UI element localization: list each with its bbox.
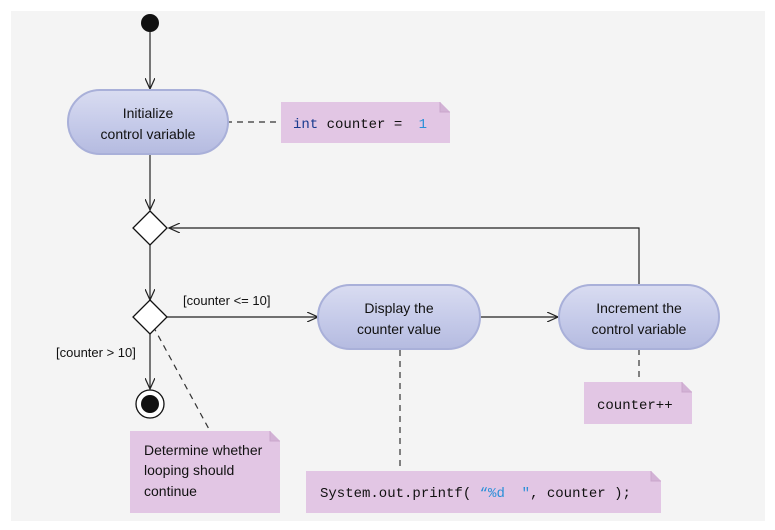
action-display[interactable]: Display the counter value: [317, 284, 481, 350]
action-display-line1: Display the: [364, 300, 433, 316]
note-increment-code: counter++: [584, 382, 692, 424]
action-initialize-shape: [67, 89, 229, 155]
decision-node: [132, 299, 168, 335]
svg-text:int counter = 1: int counter = 1: [293, 117, 427, 133]
anchor-decision-note: [152, 325, 211, 432]
note-decision-line3: continue: [144, 483, 197, 499]
action-initialize[interactable]: Initialize control variable: [67, 89, 229, 155]
final-node: [135, 389, 165, 419]
note-decision-line1: Determine whether: [144, 442, 263, 458]
action-increment-shape: [558, 284, 720, 350]
action-display-shape: [317, 284, 481, 350]
note-decision-line2: looping should: [144, 462, 234, 478]
merge-node: [132, 210, 168, 246]
guard-continue: [counter <= 10]: [183, 293, 270, 308]
action-display-line2: counter value: [357, 321, 441, 337]
note-init-value: 1: [419, 117, 427, 133]
action-increment-line1: Increment the: [596, 300, 682, 316]
note-printf-after: , counter );: [530, 486, 631, 502]
note-printf-code: System.out.printf( “%d ", counter );: [306, 471, 661, 513]
note-printf-format: “%d ": [480, 486, 530, 502]
note-decision: Determine whether looping should continu…: [130, 431, 280, 513]
action-increment-line2: control variable: [592, 321, 687, 337]
action-initialize-line2: control variable: [101, 126, 196, 142]
note-increment-text: counter++: [597, 398, 673, 414]
guard-exit: [counter > 10]: [56, 345, 136, 360]
action-initialize-line1: Initialize: [123, 105, 174, 121]
note-init-keyword: int: [293, 117, 318, 133]
action-increment[interactable]: Increment the control variable: [558, 284, 720, 350]
note-init-code: int counter = 1: [281, 102, 450, 143]
edge-increment-to-merge: [169, 228, 640, 286]
diagram-background: [11, 11, 765, 521]
initial-node: [141, 14, 159, 32]
svg-text:System.out.printf( “%d ", cou: System.out.printf( “%d ", counter );: [320, 486, 631, 502]
note-init-rest: counter =: [318, 117, 410, 133]
note-printf-before: System.out.printf(: [320, 486, 480, 502]
